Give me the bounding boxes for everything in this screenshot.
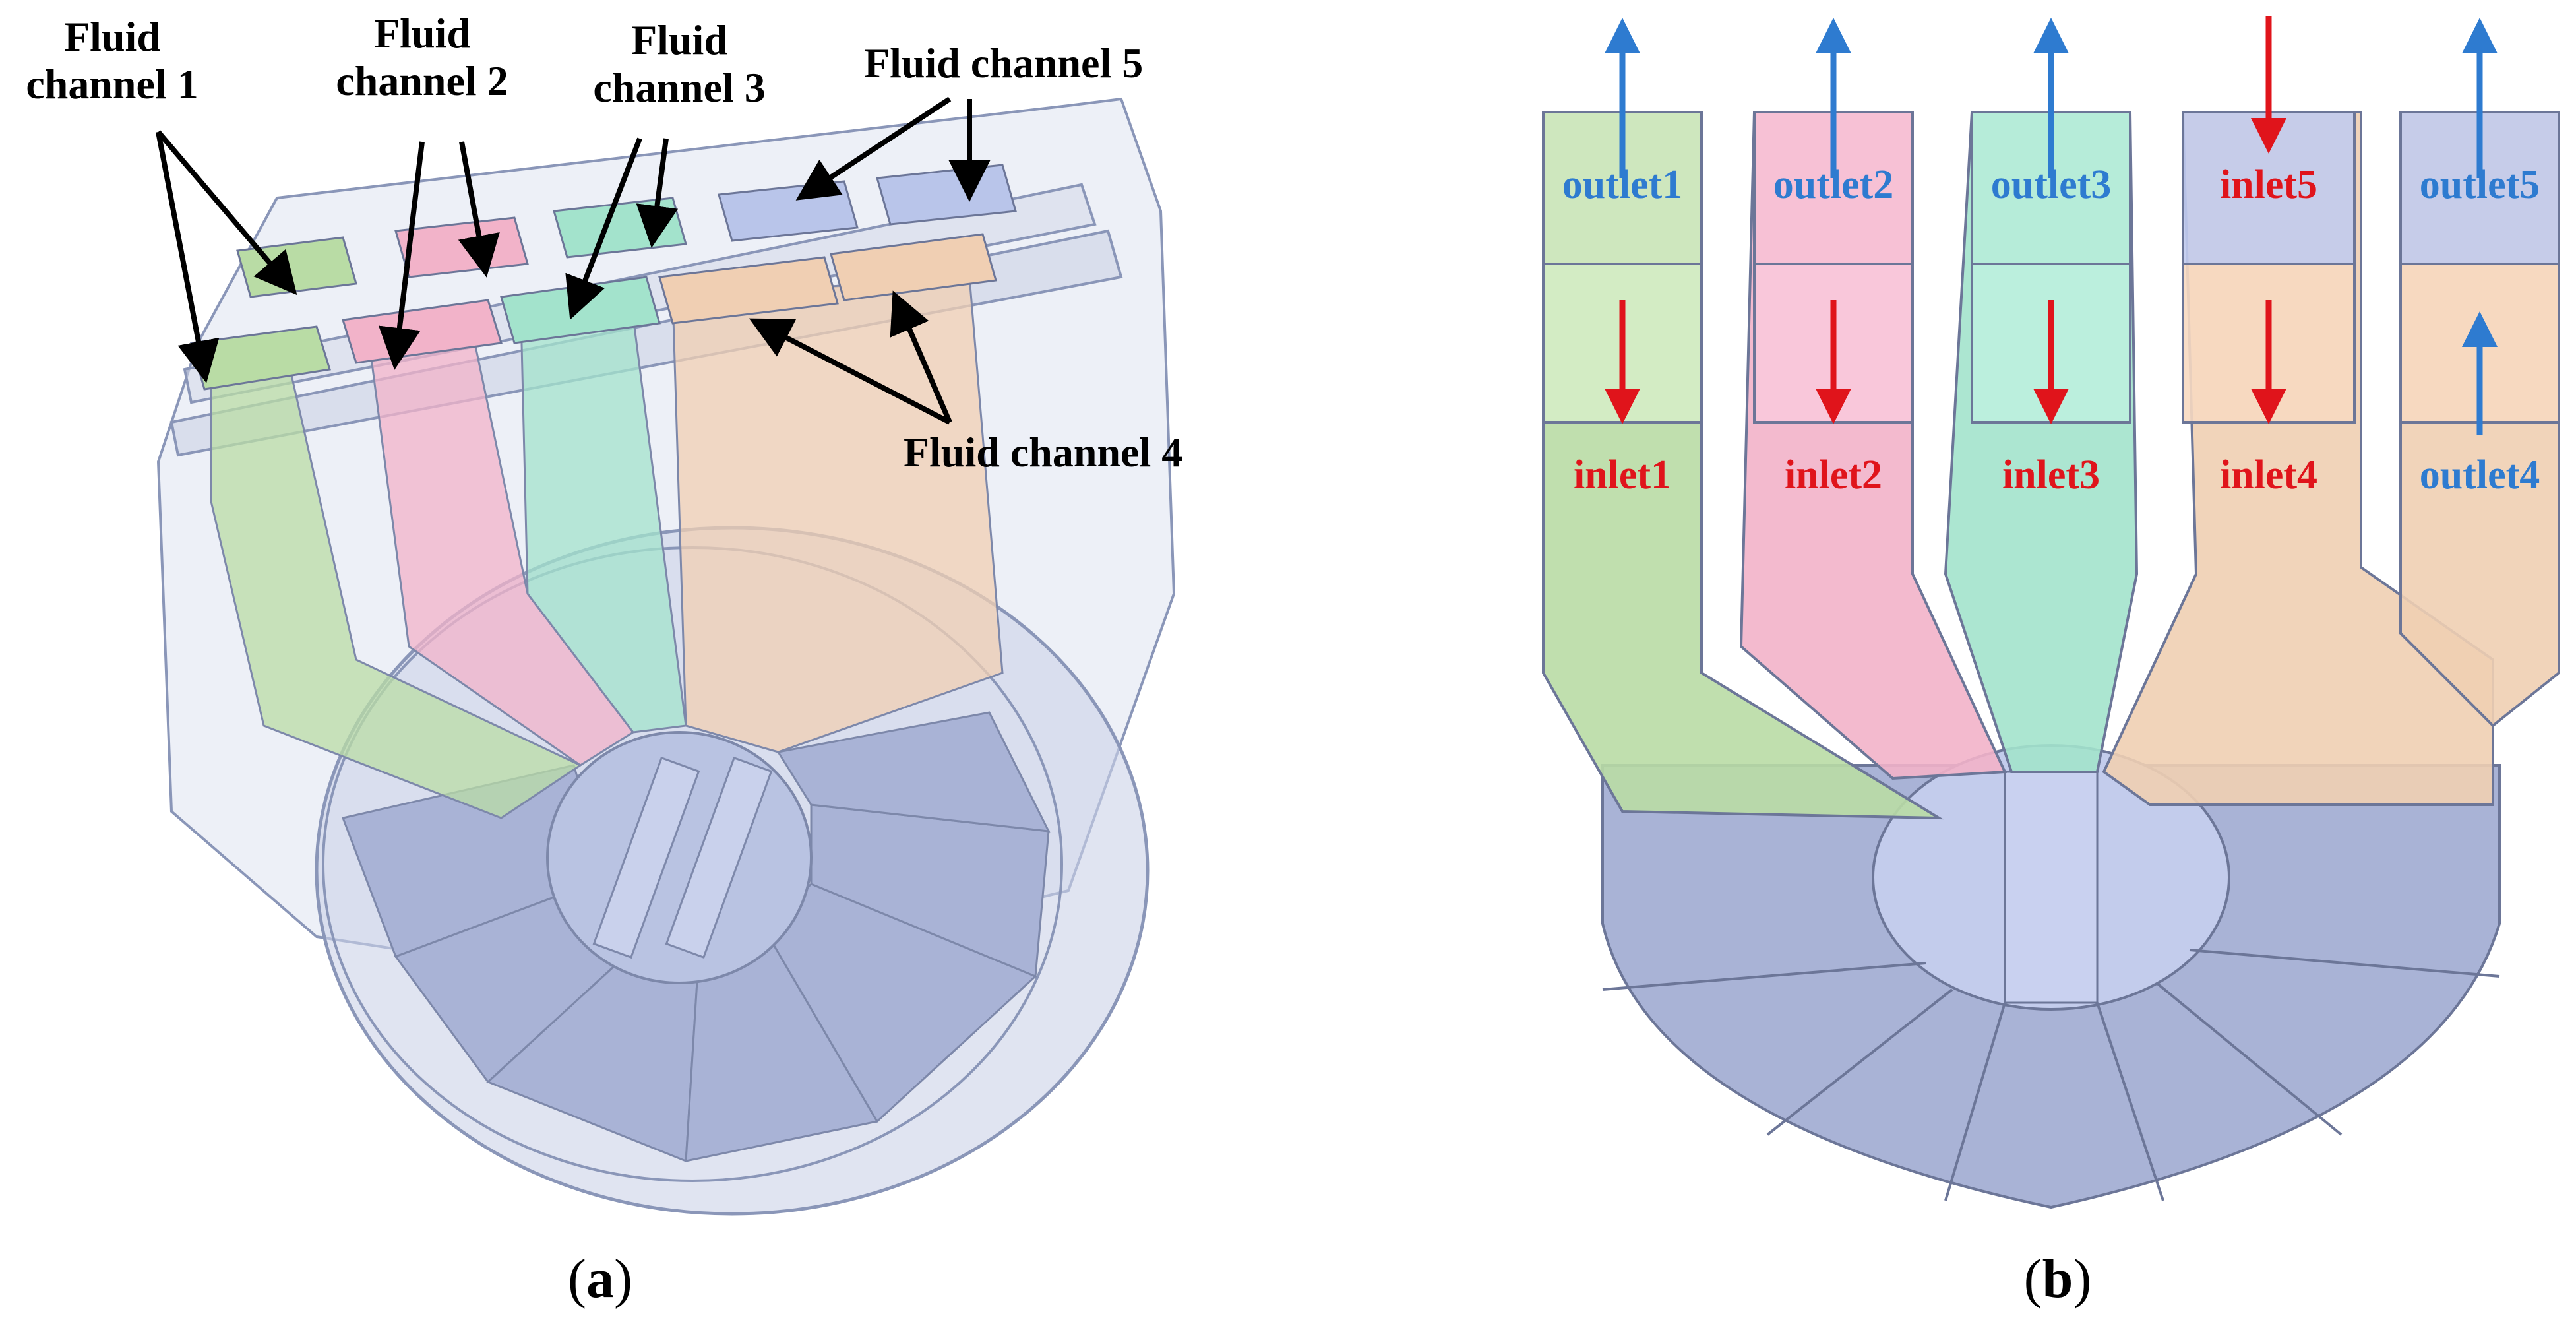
label-ch1-line1: Fluid — [64, 13, 160, 60]
port-outlet3: outlet3 — [1990, 162, 2112, 207]
caption-b-close: ) — [2073, 1248, 2092, 1309]
label-ch3-line1: Fluid — [631, 16, 727, 63]
port-outlet2: outlet2 — [1773, 162, 1894, 207]
label-fluid-channel-3: Fluid channel 3 — [567, 16, 791, 111]
port-inlet2: inlet2 — [1784, 453, 1883, 497]
port-outlet4: outlet4 — [2419, 453, 2540, 497]
port-inlet5: inlet5 — [2219, 162, 2318, 207]
caption-a-letter: a — [586, 1248, 614, 1309]
port-outlet5: outlet5 — [2419, 162, 2540, 207]
label-ch3-line2: channel 3 — [593, 63, 766, 111]
caption-b-letter: b — [2042, 1248, 2073, 1309]
caption-a-open: ( — [568, 1248, 586, 1309]
flow-arrows — [1605, 16, 2498, 435]
port-outlet1: outlet1 — [1562, 162, 1683, 207]
label-fluid-channel-1: Fluid channel 1 — [13, 13, 211, 108]
port-inlet4: inlet4 — [2219, 453, 2318, 497]
wheel — [315, 526, 1150, 1216]
label-ch2-line1: Fluid — [374, 10, 470, 57]
channel-blades — [210, 276, 1004, 819]
base-disc — [1601, 744, 2501, 1209]
label-arrows — [156, 96, 991, 425]
label-ch1-line2: channel 1 — [26, 60, 199, 108]
caption-a: (a) — [528, 1247, 673, 1311]
caption-a-close: ) — [614, 1248, 632, 1309]
label-fluid-channel-4: Fluid channel 4 — [904, 429, 1183, 476]
port-inlet3: inlet3 — [2002, 453, 2101, 497]
label-fluid-channel-5: Fluid channel 5 — [864, 40, 1144, 86]
caption-b: (b) — [1985, 1247, 2130, 1311]
figure-b-drawing — [1542, 16, 2560, 1209]
port-inlet1: inlet1 — [1573, 453, 1672, 497]
caption-b-open: ( — [2023, 1248, 2042, 1309]
label-ch2-line2: channel 2 — [336, 57, 508, 104]
label-fluid-channel-2: Fluid channel 2 — [310, 10, 534, 104]
figure-a-drawing — [156, 96, 1176, 1216]
